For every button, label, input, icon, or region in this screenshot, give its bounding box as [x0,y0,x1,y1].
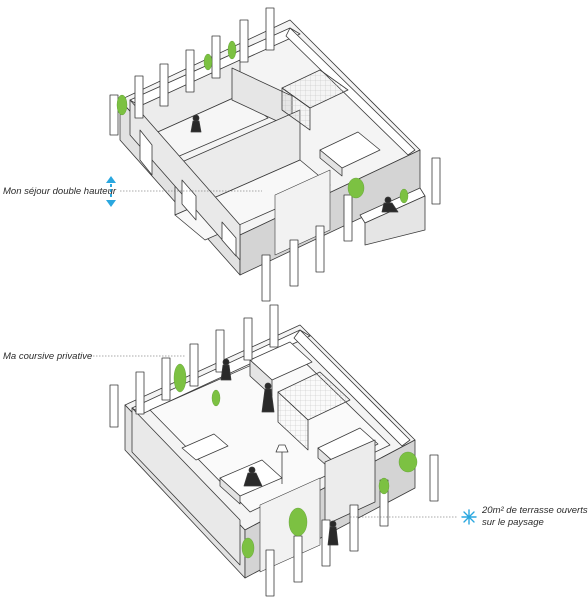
double-height-label: Mon séjour double hauteur [3,186,117,197]
sunburst-icon [461,509,477,525]
upper-level [109,7,441,302]
upper-plants [116,40,409,204]
callout-leaders [87,190,458,518]
vertical-double-arrow-icon [106,176,116,207]
terrace-label-line1: 20m² de terrasse ouverts [482,505,588,516]
corridor-label: Ma coursive privative [3,351,93,362]
lower-level [109,304,439,597]
lower-plants [173,363,418,559]
terrace-label-line2: sur le paysage [482,517,544,528]
